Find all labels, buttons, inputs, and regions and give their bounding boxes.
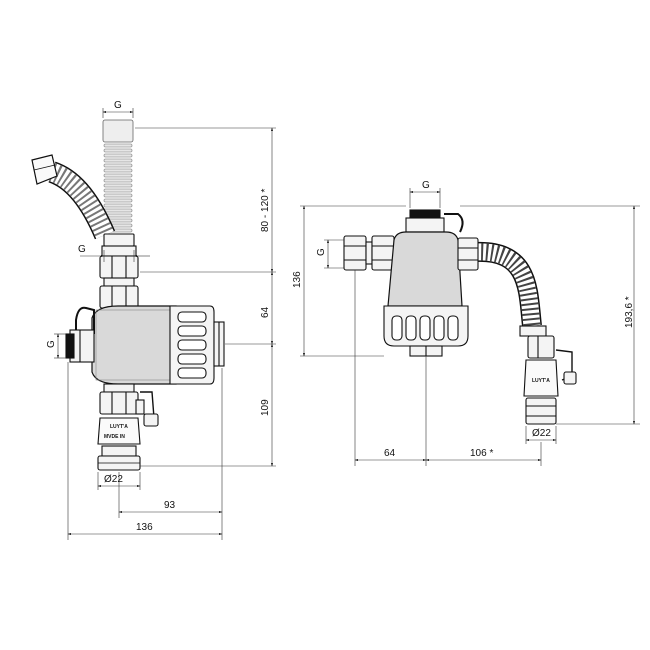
left-ball-valve bbox=[97, 383, 159, 471]
hose-rib bbox=[103, 178, 133, 183]
right-dimensions bbox=[300, 188, 640, 466]
hose-rib bbox=[103, 198, 133, 203]
left-dimensions bbox=[54, 108, 276, 540]
right-top-cap bbox=[405, 209, 464, 233]
right-dim-total-height: 136 bbox=[292, 271, 303, 288]
right-curved-hose bbox=[475, 241, 542, 328]
left-filter-body bbox=[91, 305, 177, 385]
left-valve-mark: LUYT'A bbox=[110, 424, 128, 430]
left-dim-flex-length: 80 - 120 * bbox=[260, 189, 271, 232]
left-label-g-middle: G bbox=[78, 244, 86, 255]
hose-rib bbox=[103, 168, 133, 173]
right-label-g-left: G bbox=[316, 248, 327, 256]
left-curved-hose bbox=[47, 161, 116, 240]
hose-rib bbox=[103, 153, 133, 158]
right-dim-left-width: 64 bbox=[384, 448, 396, 459]
right-view: LUYT'A bbox=[292, 180, 640, 466]
right-ribbed-cover bbox=[383, 305, 469, 357]
right-dim-right-width: 106 * bbox=[470, 448, 493, 459]
left-valve-brand: MVDE IN bbox=[104, 434, 125, 440]
right-inlet-nuts bbox=[343, 235, 395, 271]
hose-rib bbox=[103, 193, 133, 198]
left-upper-coupling bbox=[99, 233, 139, 309]
right-filter-body bbox=[387, 231, 479, 307]
left-vertical-hose bbox=[102, 119, 134, 233]
hose-rib bbox=[103, 173, 133, 178]
right-dim-pipe-diameter: Ø22 bbox=[532, 428, 551, 439]
left-dim-body-height: 64 bbox=[260, 306, 271, 318]
hose-rib bbox=[103, 158, 133, 163]
hose-rib bbox=[103, 188, 133, 193]
hose-rib bbox=[103, 208, 133, 213]
left-inlet-nut bbox=[31, 154, 58, 185]
hose-rib bbox=[103, 163, 133, 168]
left-dim-pipe-diameter: Ø22 bbox=[104, 474, 123, 485]
left-magnet-cap bbox=[65, 306, 95, 363]
left-label-g-left: G bbox=[46, 340, 57, 348]
hose-rib bbox=[103, 148, 133, 153]
left-ribbed-cover bbox=[169, 305, 225, 385]
hose-rib bbox=[103, 183, 133, 188]
left-label-g-top: G bbox=[114, 100, 122, 111]
hose-rib bbox=[103, 143, 133, 148]
left-view: LUYT'A MVDE IN bbox=[31, 100, 276, 540]
left-dim-half-width: 93 bbox=[164, 500, 176, 511]
right-ball-valve bbox=[519, 325, 577, 425]
left-dim-lower-height: 109 bbox=[260, 399, 271, 416]
right-label-g-top: G bbox=[422, 180, 430, 191]
right-dim-flex-height: 193,6 * bbox=[624, 296, 635, 328]
right-valve-mark: LUYT'A bbox=[532, 378, 550, 384]
left-dim-total-width: 136 bbox=[136, 522, 153, 533]
hose-rib bbox=[103, 203, 133, 208]
